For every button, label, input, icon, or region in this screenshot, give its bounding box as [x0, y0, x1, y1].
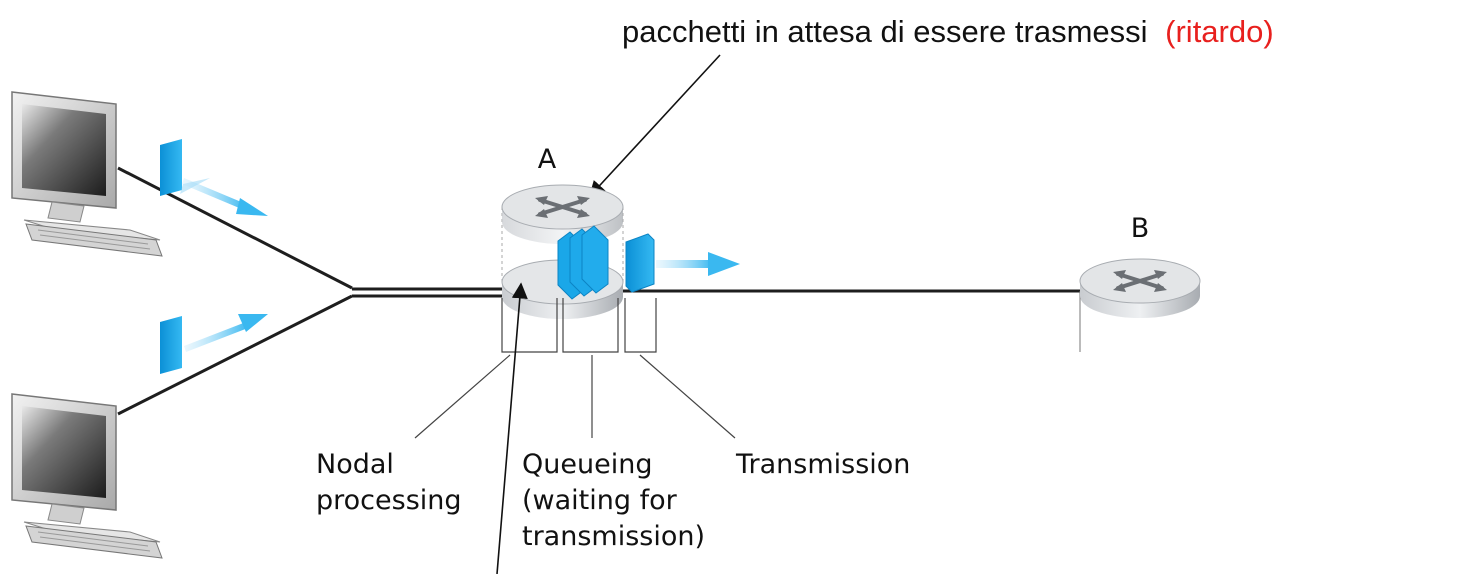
annotation-text: pacchetti in attesa di essere trasmessi: [622, 14, 1148, 49]
packet-icon: [160, 316, 182, 374]
arrow-icon: [184, 314, 268, 352]
processing-arrow: [496, 282, 528, 575]
computer-icon: [11, 91, 163, 257]
label-queueing-3: transmission): [522, 521, 705, 552]
packet-icon: [625, 233, 655, 293]
link-upper-host: [117, 166, 353, 290]
label-queueing-1: Queueing: [522, 449, 652, 480]
router-b-label: B: [1131, 213, 1150, 244]
label-transmission: Transmission: [735, 449, 910, 480]
router-a-label: A: [538, 144, 557, 175]
arrow-icon: [182, 178, 268, 216]
leader-lines: [414, 354, 736, 439]
leader-transmission: [639, 354, 736, 439]
annotation-label: pacchetti in attesa di essere trasmessi …: [622, 14, 1274, 49]
leader-nodal: [414, 354, 511, 439]
bracket-transmission: [624, 298, 657, 353]
link-lower-host: [117, 294, 353, 416]
router-icon: [1079, 258, 1201, 318]
bracket-queueing: [562, 298, 619, 353]
bracket-nodal: [501, 298, 558, 353]
arrow-icon: [656, 252, 740, 276]
links: [117, 166, 1085, 416]
annotation-highlight: (ritardo): [1165, 14, 1274, 49]
label-nodal-2: processing: [316, 485, 462, 516]
queued-packets: [557, 225, 609, 300]
label-queueing-2: (waiting for: [522, 485, 678, 516]
packet-icon: [581, 225, 609, 294]
label-nodal-1: Nodal: [316, 449, 394, 480]
annotation-arrow: [588, 54, 721, 198]
computer-icon: [11, 393, 163, 559]
delay-brackets: [501, 298, 657, 353]
